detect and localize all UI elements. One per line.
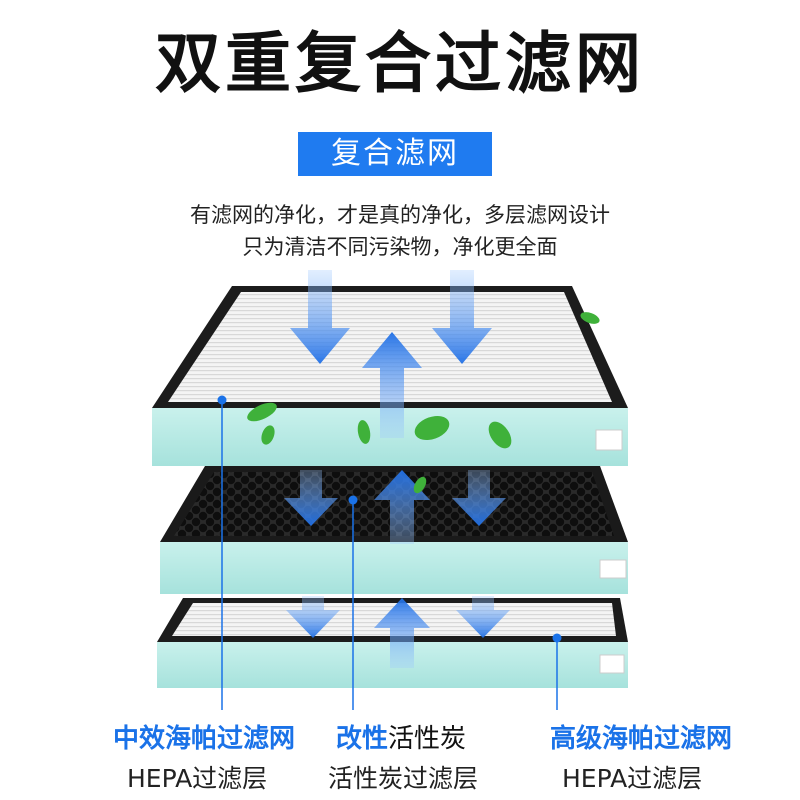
leaves-decoration — [247, 312, 600, 494]
description-line-2: 只为清洁不同污染物，净化更全面 — [242, 235, 558, 259]
indicator-dot-carbon — [348, 495, 358, 505]
layer-3-subtitle: HEPA过滤层 — [562, 764, 703, 793]
indicator-dot-hepa-bottom — [552, 633, 562, 643]
layer-2-name-black: 活性炭 — [388, 724, 467, 754]
airflow-arrows-top — [290, 270, 492, 438]
airflow-arrows-bottom — [286, 596, 510, 668]
layer-2-name-blue: 改性 — [336, 724, 389, 754]
filter-stack-illustration — [152, 270, 628, 710]
layer-2-name: 改性活性炭 — [336, 722, 466, 756]
section-badge: 复合滤网 — [298, 132, 492, 176]
layer-1-name-blue: 中效海帕过滤网 — [113, 724, 296, 754]
layer-1-name: 中效海帕过滤网 — [113, 722, 295, 756]
layer-3-name-blue: 高级海帕过滤网 — [550, 724, 733, 754]
description-line-1: 有滤网的净化，才是真的净化，多层滤网设计 — [190, 203, 610, 227]
indicator-dot-hepa-top — [217, 395, 227, 405]
layer-3-name: 高级海帕过滤网 — [550, 722, 732, 756]
layer-2-subtitle: 活性炭过滤层 — [328, 764, 479, 793]
page-title: 双重复合过滤网 — [155, 25, 645, 102]
layer-1-subtitle: HEPA过滤层 — [127, 764, 268, 793]
indicator-lines — [221, 400, 558, 710]
